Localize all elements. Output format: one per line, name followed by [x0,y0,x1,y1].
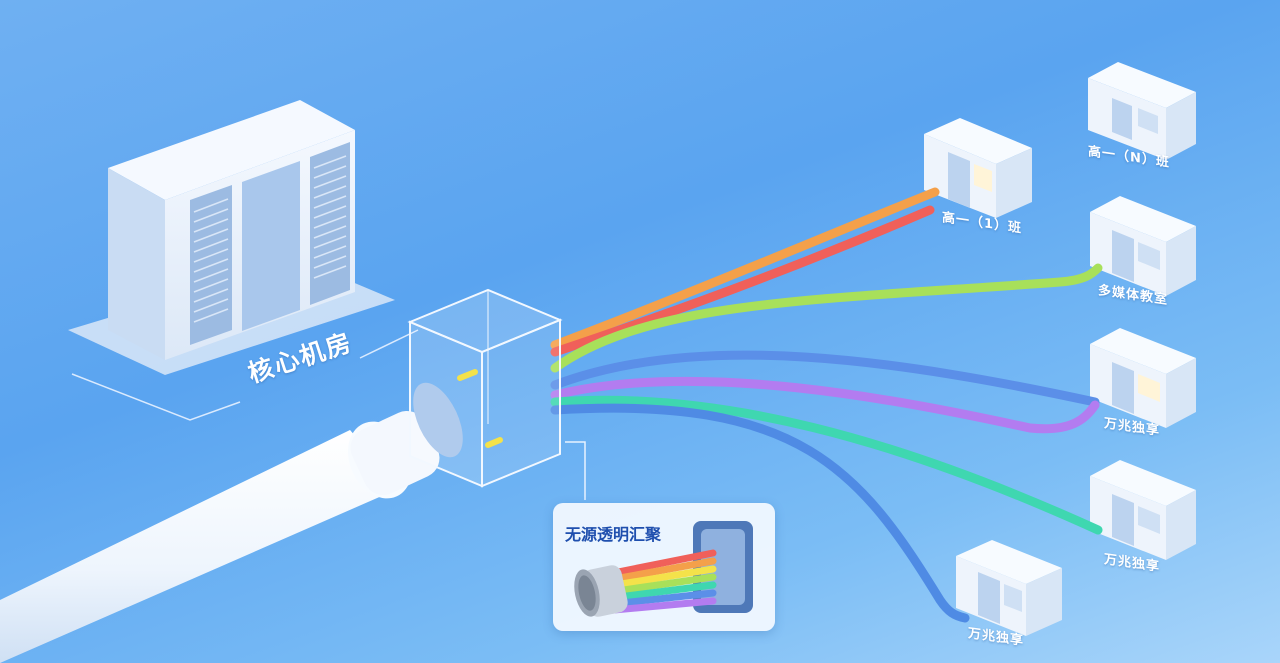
fiber-purple [550,376,1100,434]
fiber-conduit [0,382,463,663]
classroom-building-1 [924,118,1032,218]
classroom-building-10g-1 [1090,328,1196,428]
classroom-building-multimedia [1090,196,1196,296]
fiber-red [550,205,935,357]
fiber-orange [550,187,940,350]
box-fiber-stubs [457,369,503,448]
classroom-building-n [1088,62,1196,160]
callout-illustration [574,521,753,617]
aggregation-box [407,288,563,488]
fiber-bundle [550,187,1103,623]
core-server-rack [68,100,395,375]
core-room-leader-lines [71,329,419,421]
classroom-building-10g-3 [956,540,1062,636]
fiber-green [550,263,1103,373]
callout-leader [565,441,586,500]
fiber-teal [550,395,1103,535]
callout-title: 无源透明汇聚 [565,525,662,544]
fiber-blue-lower [550,403,970,623]
classroom-building-10g-2 [1090,460,1196,560]
fiber-blue [550,350,1100,407]
aggregation-callout: 无源透明汇聚 [553,503,775,631]
